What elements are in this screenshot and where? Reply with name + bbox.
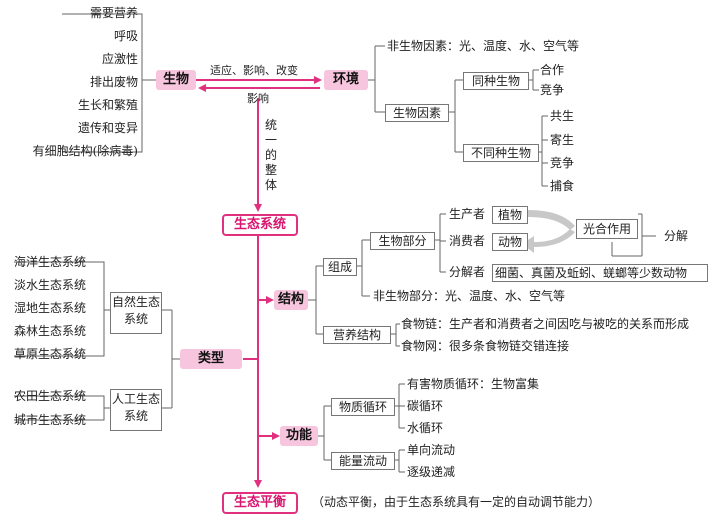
natural-ecosystem-item: 草原生态系统 [14, 347, 87, 361]
consumer-animals: 动物 [492, 233, 528, 251]
biotic-factors: 生物因素 [385, 104, 449, 122]
energy-flow: 能量流动 [331, 452, 395, 470]
trait-item: 应激性 [101, 52, 138, 66]
consumer-label: 消费者 [449, 234, 486, 248]
relation-item: 竞争 [540, 83, 565, 97]
trait-item: 需要营养 [89, 6, 138, 20]
food-chain: 食物链：生产者和消费者之间因吃与被吃的关系而形成 [401, 317, 690, 331]
trait-item: 生长和繁殖 [77, 98, 138, 112]
composition: 组成 [323, 258, 357, 276]
matter-cycle-item: 水循环 [407, 421, 444, 435]
relation-item: 共生 [550, 109, 575, 123]
natural-ecosystem: 自然生态系统 [110, 292, 162, 334]
trait-item: 呼吸 [113, 29, 138, 43]
nutrition-structure: 营养结构 [323, 326, 391, 344]
natural-ecosystem-item: 湿地生态系统 [14, 301, 87, 315]
trait-item: 有细胞结构(除病毒) [32, 144, 138, 158]
different-species: 不同种生物 [463, 144, 539, 162]
decompose-label: 分解 [664, 229, 689, 243]
abiotic-factors: 非生物因素：光、温度、水、空气等 [387, 39, 580, 53]
relation-item: 寄生 [550, 133, 575, 147]
trait-item: 排出废物 [89, 75, 138, 89]
balance-note: （动态平衡，由于生态系统具有一定的自动调节能力） [312, 495, 601, 509]
biological-part: 生物部分 [370, 232, 435, 250]
natural-ecosystem-item: 海洋生态系统 [14, 255, 87, 269]
matter-cycle-item: 有害物质循环：生物富集 [407, 377, 540, 391]
artificial-ecosystem: 人工生态系统 [110, 389, 162, 431]
decomposer-organisms: 细菌、真菌及蚯蚓、蜣螂等少数动物 [492, 264, 708, 282]
structure-node: 结构 [274, 290, 308, 310]
producer-label: 生产者 [449, 207, 486, 221]
producer-plants: 植物 [492, 206, 528, 224]
relation-item: 捕食 [550, 179, 575, 193]
natural-ecosystem-item: 淡水生态系统 [14, 278, 87, 292]
trait-item: 遗传和变异 [77, 121, 138, 135]
relation-item: 合作 [540, 63, 565, 77]
food-web: 食物网：很多条食物链交错连接 [401, 339, 570, 353]
matter-cycle-item: 碳循环 [407, 399, 444, 413]
function-node: 功能 [280, 426, 318, 446]
organism-node: 生物 [156, 70, 196, 90]
types-node: 类型 [180, 349, 242, 369]
artificial-ecosystem-item: 农田生态系统 [14, 389, 87, 403]
artificial-ecosystem-item: 城市生态系统 [14, 413, 87, 427]
arrow-label-influence: 影响 [247, 92, 269, 105]
unity-label: 统一的整体 [264, 118, 277, 192]
relation-item: 竞争 [550, 156, 575, 170]
matter-cycle: 物质循环 [331, 398, 395, 416]
ecological-balance-node: 生态平衡 [222, 492, 298, 514]
non-biological-part: 非生物部分：光、温度、水、空气等 [373, 289, 566, 303]
environment-node: 环境 [324, 70, 368, 90]
energy-flow-item: 逐级递减 [407, 465, 456, 479]
natural-ecosystem-item: 森林生态系统 [14, 324, 87, 338]
photosynthesis: 光合作用 [576, 219, 638, 239]
arrow-label-adapt: 适应、影响、改变 [210, 64, 298, 77]
decomposer-label: 分解者 [449, 265, 486, 279]
ecosystem-node: 生态系统 [222, 214, 298, 236]
same-species: 同种生物 [463, 72, 529, 90]
energy-flow-item: 单向流动 [407, 443, 456, 457]
